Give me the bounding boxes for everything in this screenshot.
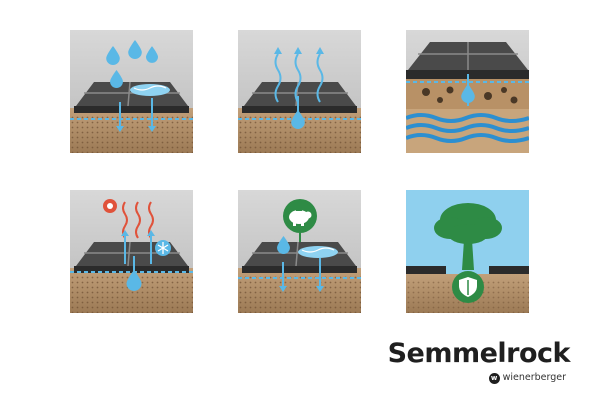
wienerberger-logo-icon: w bbox=[488, 372, 500, 384]
climate-cooling-icon bbox=[70, 190, 193, 313]
evaporation-icon bbox=[238, 30, 361, 153]
brand-name: Semmelrock bbox=[387, 338, 571, 369]
parent-brand: w wienerberger bbox=[488, 372, 566, 384]
parent-brand-label: wienerberger bbox=[502, 372, 566, 383]
tree-protection-icon bbox=[406, 190, 529, 313]
groundwater-recharge-icon bbox=[406, 30, 529, 153]
rain-infiltration-icon bbox=[70, 30, 193, 153]
cost-saving-icon bbox=[238, 190, 361, 313]
brand-logo: Semmelrock w wienerberger bbox=[370, 338, 571, 388]
